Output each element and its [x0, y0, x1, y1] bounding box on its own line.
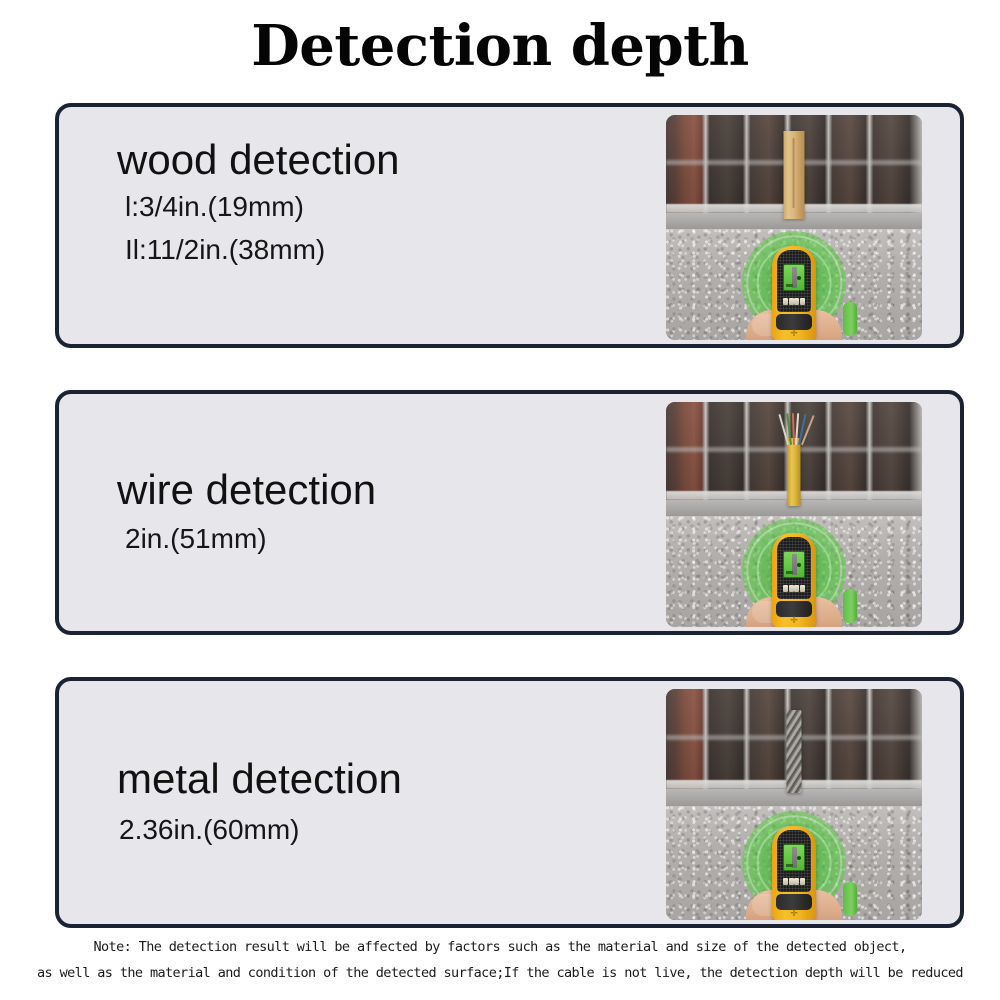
device-crosshair-icon: ✛	[790, 908, 798, 918]
wire-detection-photo: ✛	[666, 402, 922, 627]
device-grip	[776, 894, 812, 910]
footer-note: Note: The detection result will be affec…	[0, 934, 1000, 987]
screen-stud-indicator	[792, 267, 797, 288]
stud-detector-assembly: ✛	[738, 511, 857, 627]
screen-dot-icon	[797, 855, 801, 860]
device-button	[799, 877, 805, 885]
device-button	[788, 297, 794, 305]
device-lcd-screen	[783, 844, 805, 871]
embedded-cable	[787, 438, 801, 506]
device-button	[788, 584, 794, 592]
screen-dot-icon	[797, 562, 801, 567]
footer-note-line-2: as well as the material and condition of…	[37, 965, 964, 982]
stud-detector-assembly: ✛	[738, 804, 857, 920]
screen-dot-icon	[797, 275, 801, 280]
screen-stud-indicator	[792, 847, 797, 868]
device-crosshair-icon: ✛	[790, 328, 798, 338]
screen-stud-indicator	[792, 554, 797, 575]
device-lcd-screen	[783, 264, 805, 291]
device-grip	[776, 601, 812, 617]
device-button	[794, 584, 800, 592]
device-side-grip	[843, 589, 857, 623]
wall-ledge	[666, 212, 922, 229]
card-spec-secondary: Il:11/2in.(38mm)	[125, 233, 326, 265]
embedded-wood-stud	[783, 130, 805, 219]
device-button-row	[783, 582, 805, 594]
device-lcd-screen	[783, 551, 805, 578]
device-button	[799, 584, 805, 592]
screen-bar-icon	[786, 864, 793, 867]
device-button	[788, 877, 794, 885]
device-grip	[776, 314, 812, 330]
footer-note-line-1: Note: The detection result will be affec…	[93, 939, 908, 955]
wood-detection-photo: ✛	[666, 115, 922, 340]
stud-detector-device: ✛	[772, 826, 816, 920]
card-heading: wood detection	[117, 136, 400, 183]
screen-bar-icon	[786, 284, 793, 287]
device-button	[794, 297, 800, 305]
wall-ledge	[666, 499, 922, 516]
card-heading: metal detection	[117, 755, 402, 803]
wall-ledge	[666, 789, 922, 806]
embedded-drill-bit	[786, 709, 802, 793]
stud-detector-assembly: ✛	[738, 224, 857, 340]
card-text-block: metal detection 2.36in.(60mm)	[117, 681, 617, 924]
card-spec-primary: l:3/4in.(19mm)	[125, 190, 304, 222]
device-button	[794, 877, 800, 885]
exposed-wire-strands	[778, 413, 815, 446]
device-sensor-panel	[777, 250, 811, 312]
device-crosshair-icon: ✛	[790, 615, 798, 625]
stud-detector-device: ✛	[772, 533, 816, 627]
device-sensor-panel	[777, 537, 811, 599]
card-heading: wire detection	[117, 466, 377, 514]
card-text-block: wire detection 2in.(51mm)	[117, 394, 617, 631]
metal-detection-photo: ✛	[666, 689, 922, 920]
device-side-grip	[843, 302, 857, 336]
detection-card-wood: wood detection l:3/4in.(19mm) Il:11/2in.…	[55, 103, 964, 348]
card-spec-primary: 2in.(51mm)	[125, 522, 267, 554]
wire-strand	[791, 413, 795, 445]
device-sensor-panel	[777, 830, 811, 892]
device-button	[799, 297, 805, 305]
device-button-row	[783, 875, 805, 887]
device-button	[783, 297, 788, 305]
screen-bar-icon	[786, 571, 793, 574]
device-button	[783, 877, 788, 885]
card-spec-primary: 2.36in.(60mm)	[119, 813, 300, 845]
device-button-row	[783, 295, 805, 307]
stud-detector-device: ✛	[772, 246, 816, 340]
device-button	[783, 584, 788, 592]
detection-card-metal: metal detection 2.36in.(60mm)	[55, 677, 964, 928]
device-side-grip	[843, 882, 857, 916]
detection-card-wire: wire detection 2in.(51mm)	[55, 390, 964, 635]
card-text-block: wood detection l:3/4in.(19mm) Il:11/2in.…	[117, 107, 617, 344]
page-title: Detection depth	[251, 13, 749, 79]
